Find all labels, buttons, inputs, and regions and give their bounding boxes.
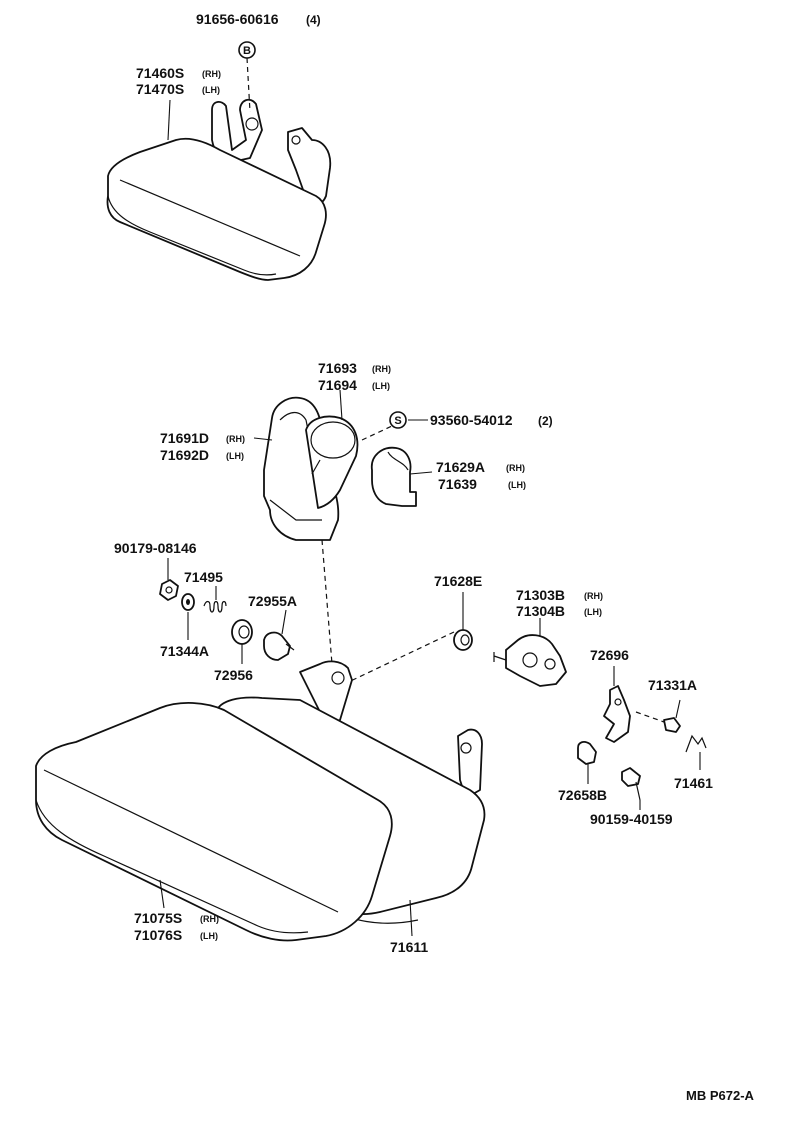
leader-clip-a xyxy=(281,609,287,635)
stopper-part xyxy=(577,741,597,765)
screw-s-symbol: S xyxy=(394,415,401,427)
label-screw: 71331A xyxy=(648,677,697,693)
label-hinge-cover-outer-lh: 71694 xyxy=(318,377,357,393)
leader-cushion xyxy=(159,879,165,909)
leader-frame xyxy=(409,899,413,937)
label-armrest-upper-lh-tag: (LH) xyxy=(202,85,220,95)
nut-part xyxy=(159,579,179,601)
label-hinge-rh: 71303B xyxy=(516,587,565,603)
label-screw-s-part: 93560-54012 xyxy=(430,412,513,428)
label-hinge-cover-outer-lh-tag: (LH) xyxy=(372,381,390,391)
leader-screw xyxy=(675,699,681,719)
label-hinge-cover-inner-rh: 71691D xyxy=(160,430,209,446)
label-clip-a: 72955A xyxy=(248,593,297,609)
label-bushing: 71628E xyxy=(434,573,482,589)
bolt-b-symbol-circle xyxy=(238,41,256,59)
bolt-part xyxy=(621,767,641,801)
label-frame: 71611 xyxy=(390,939,428,955)
cushion-part xyxy=(35,702,393,942)
label-hinge-cover-inner-rh-tag: (RH) xyxy=(226,434,245,444)
screw-s-symbol-circle xyxy=(389,411,407,429)
label-washer: 71344A xyxy=(160,643,209,659)
lever-part xyxy=(603,685,631,743)
washer-part xyxy=(181,593,195,611)
label-cushion-rh-tag: (RH) xyxy=(200,914,219,924)
label-spring: 71495 xyxy=(184,569,223,585)
label-hinge-rh-tag: (RH) xyxy=(584,591,603,601)
leader-screw-s xyxy=(361,425,393,441)
spring-small-part xyxy=(685,734,707,753)
screw-part xyxy=(663,717,681,733)
leader-armrest-upper xyxy=(167,99,171,141)
spring-part xyxy=(203,600,227,613)
label-hinge-cover-inner-lh: 71692D xyxy=(160,447,209,463)
hinge-part xyxy=(493,634,567,687)
clip-part xyxy=(231,619,253,645)
label-clip: 72956 xyxy=(214,667,253,683)
label-knob-cover-rh: 71629A xyxy=(436,459,485,475)
label-knob-cover-lh-tag: (LH) xyxy=(508,480,526,490)
label-armrest-upper-rh: 71460S xyxy=(136,65,184,81)
label-armrest-upper-rh-tag: (RH) xyxy=(202,69,221,79)
armrest-upper-assembly xyxy=(106,98,332,281)
leader-hinge-cover-outer xyxy=(339,389,343,421)
leader-knob-cover xyxy=(409,471,433,475)
label-hinge-lh-tag: (LH) xyxy=(584,607,602,617)
label-cushion-lh-tag: (LH) xyxy=(200,931,218,941)
reference-code: MB P672-A xyxy=(686,1088,755,1103)
leader-cover-to-hinge xyxy=(321,539,333,665)
leader-lever-screw xyxy=(635,711,665,723)
label-stopper: 72658B xyxy=(558,787,607,803)
label-cushion-lh: 71076S xyxy=(134,927,182,943)
bolt-b-symbol: B xyxy=(243,45,251,57)
label-cushion-rh: 71075S xyxy=(134,910,182,926)
knob-cover-part xyxy=(370,446,417,507)
label-hinge-cover-outer-rh-tag: (RH) xyxy=(372,364,391,374)
hinge-cover-outer-part xyxy=(305,415,359,509)
leader-bolt-b xyxy=(246,57,251,113)
leader-hinge-dash xyxy=(339,631,455,687)
label-bolt-b-part: 91656-60616 xyxy=(196,11,279,27)
bushing-part xyxy=(453,629,473,651)
label-armrest-upper-lh: 71470S xyxy=(136,81,184,97)
label-screw-s-qty: (2) xyxy=(538,414,553,428)
label-spring-small: 71461 xyxy=(674,775,713,791)
label-hinge-cover-inner-lh-tag: (LH) xyxy=(226,451,244,461)
label-knob-cover-rh-tag: (RH) xyxy=(506,463,525,473)
clip-a-part xyxy=(263,631,295,661)
label-knob-cover-lh: 71639 xyxy=(438,476,477,492)
label-lever: 72696 xyxy=(590,647,629,663)
label-bolt: 90159-40159 xyxy=(590,811,673,827)
label-nut: 90179-08146 xyxy=(114,540,197,556)
label-hinge-lh: 71304B xyxy=(516,603,565,619)
label-hinge-cover-outer-rh: 71693 xyxy=(318,360,357,376)
label-bolt-b-qty: (4) xyxy=(306,13,321,27)
leader-hinge-cover-inner xyxy=(253,437,273,441)
